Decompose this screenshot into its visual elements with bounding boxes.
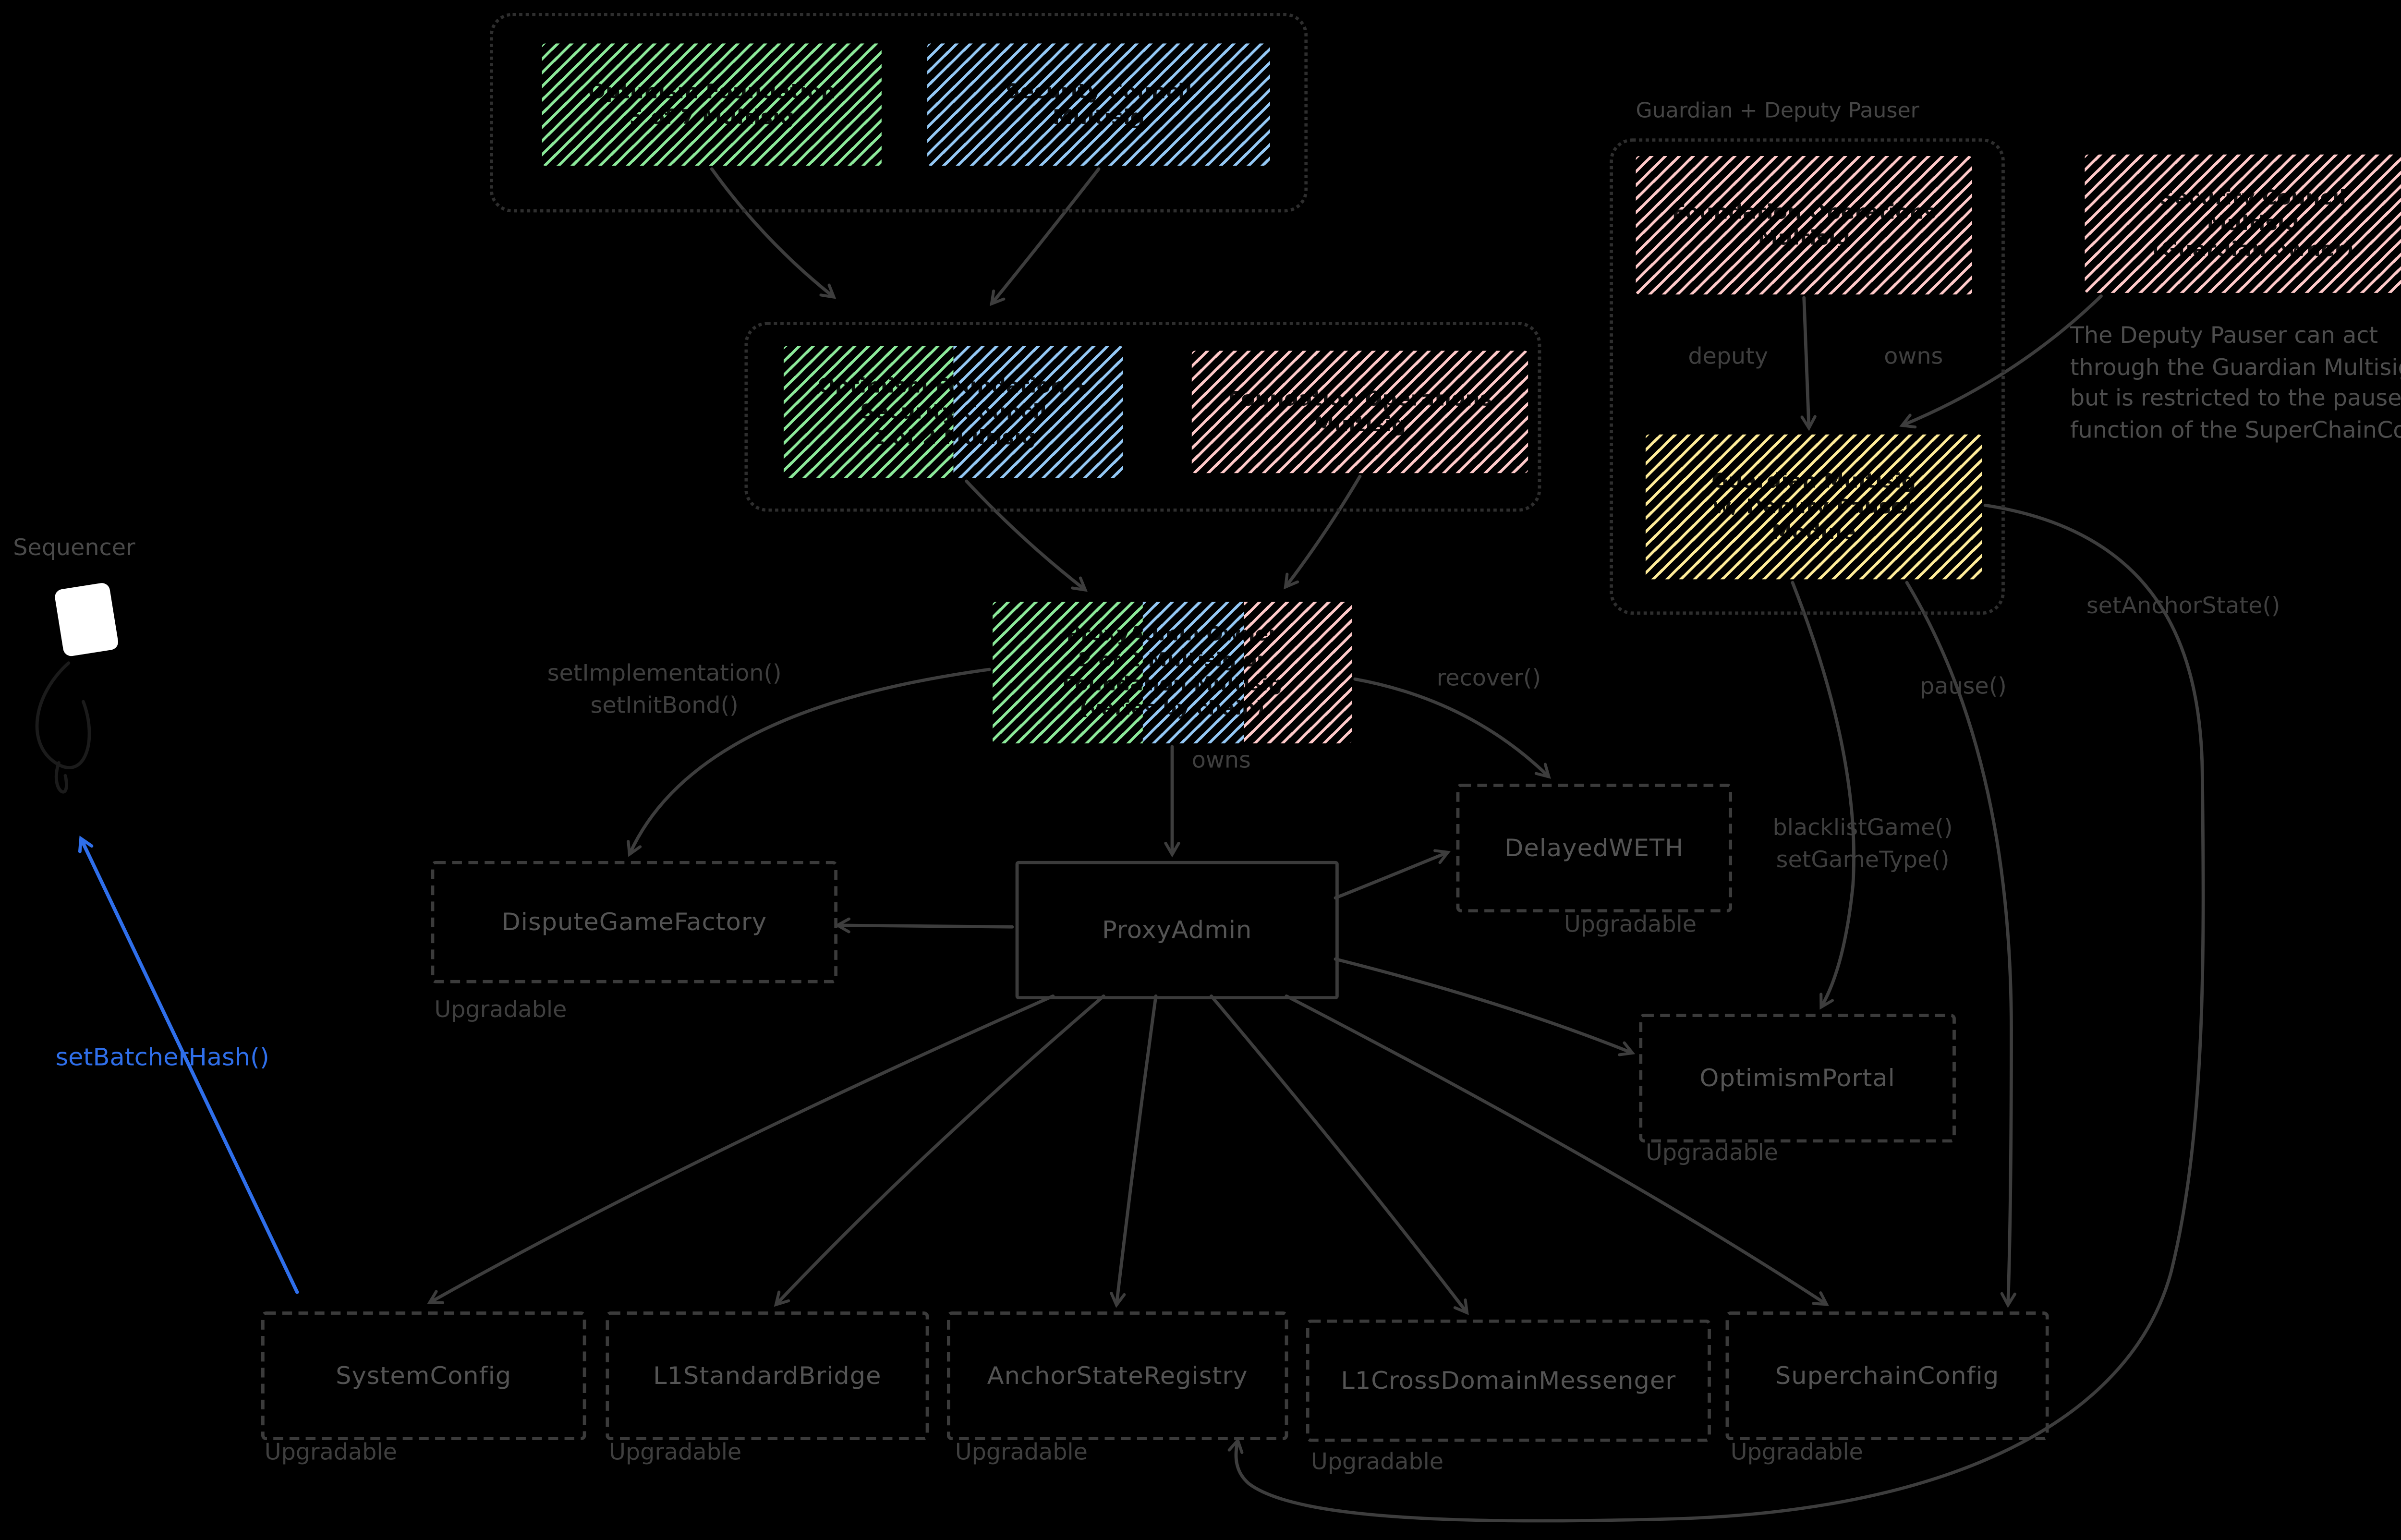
arrow-proxyadmin-to-optimismportal — [1334, 957, 1636, 1056]
node-label: Security Council Multisig — [1005, 79, 1192, 129]
edge-label-owns-proxyadmin: owns — [1191, 748, 1251, 774]
edge-label-setbatcherhash: setBatcherHash() — [55, 1043, 269, 1072]
node-guardian-multisig: Guardian Multisig w/ Deputy Pauser Modul… — [1645, 434, 1982, 580]
node-label: Foundation Operations Multisig — [1228, 386, 1492, 437]
edge-label-blacklistgame: blacklistGame() setGameType() — [1772, 816, 1953, 873]
deputy-pauser-note: The Deputy Pauser can act through the Gu… — [2070, 323, 2401, 444]
edge-label-owns-guardian: owns — [1884, 344, 1943, 370]
contract-l1crossdomainmessenger: L1CrossDomainMessenger — [1306, 1319, 1711, 1442]
contract-name: DelayedWETH — [1504, 833, 1684, 863]
arrow-guardian-to-optimismportal — [1791, 581, 1855, 1010]
node-guardian-owner-multisig: Security Council Multisig (Guardian owne… — [2085, 154, 2401, 293]
node-security-council-multisig: Security Council Multisig — [927, 43, 1270, 166]
contract-optimismportal: OptimismPortal — [1639, 1014, 1956, 1143]
contract-l1standardbridge: L1StandardBridge — [606, 1311, 929, 1441]
contract-name: AnchorStateRegistry — [987, 1361, 1248, 1391]
contract-name: DisputeGameFactory — [501, 908, 767, 937]
guardian-group-label: Guardian + Deputy Pauser — [1636, 99, 1919, 124]
sequencer-scribble — [35, 661, 91, 794]
guardian-group — [1610, 138, 2005, 615]
hatch-green-third — [993, 602, 1144, 744]
node-label: Foundation Operations Multisig — [1672, 199, 1936, 250]
arrow-proxyadmin-to-l1crossdomainmessenger — [1210, 994, 1469, 1315]
sequencer-icon — [53, 582, 120, 657]
upgradable-tag: Upgradable — [1564, 912, 1697, 938]
edge-label-setanchorstate: setAnchorState() — [2086, 594, 2280, 620]
upgradable-tag: Upgradable — [1730, 1440, 1863, 1466]
edge-label-deputy: deputy — [1688, 344, 1769, 370]
node-label: Optimism Foundation + Security Council 2… — [817, 373, 1090, 449]
upgradable-tag: Upgradable — [1645, 1140, 1779, 1167]
node-foundation-operations-multisig: Foundation Operations Multisig — [1191, 351, 1528, 473]
node-proxy-admin-owner: ProxyAdmin Owner 2 of 2 Multisig or Foun… — [993, 602, 1352, 744]
hatch-blue-half — [953, 346, 1124, 478]
hatch-green-half — [783, 346, 954, 478]
arrow-proxyadmin-to-disputegamefactory — [834, 917, 1014, 934]
arrow-proxyadmin-to-anchorstateregistry — [1110, 994, 1158, 1308]
node-label: Optimism Foundation 5 of 7 Multisig — [588, 79, 836, 129]
node-label: Guardian Multisig w/ Deputy Pauser Modul… — [1711, 468, 1916, 544]
contract-name: L1StandardBridge — [653, 1361, 882, 1391]
hatch-blue-third — [1143, 602, 1244, 744]
contract-name: OptimismPortal — [1699, 1064, 1895, 1093]
upgradable-tag: Upgradable — [434, 997, 567, 1024]
node-two-of-two-multisig: Optimism Foundation + Security Council 2… — [783, 346, 1124, 478]
upgradable-tag: Upgradable — [955, 1440, 1088, 1466]
contract-name: SuperchainConfig — [1775, 1361, 2000, 1391]
contract-anchorstateregistry: AnchorStateRegistry — [946, 1311, 1288, 1441]
arrow-proxyadmin-to-systemconfig — [427, 994, 1055, 1304]
arrow-proxyadmin-to-delayedweth — [1334, 849, 1451, 900]
edge-label-pause: pause() — [1920, 674, 2007, 700]
contract-name: L1CrossDomainMessenger — [1341, 1366, 1676, 1395]
contract-disputegamefactory: DisputeGameFactory — [431, 861, 838, 983]
upgradable-tag: Upgradable — [609, 1440, 742, 1466]
contract-delayedweth: DelayedWETH — [1456, 783, 1733, 913]
arrow-proxyadmin-to-l1standardbridge — [774, 994, 1105, 1307]
contract-proxyadmin: ProxyAdmin — [1015, 861, 1339, 1000]
edge-label-setimplementation: setImplementation() setInitBond() — [547, 661, 782, 719]
hatch-pink-third — [1244, 602, 1352, 744]
proxy-admin-owner-group — [744, 322, 1541, 512]
edge-label-recover: recover() — [1436, 666, 1541, 692]
node-optimism-foundation-multisig: Optimism Foundation 5 of 7 Multisig — [542, 43, 882, 166]
contract-systemconfig: SystemConfig — [261, 1311, 586, 1441]
node-label: Security Council Multisig (Guardian owne… — [2152, 185, 2354, 261]
node-label: ProxyAdmin Owner 2 of 2 Multisig or Foun… — [1062, 623, 1283, 720]
contract-superchainconfig: SuperchainConfig — [1725, 1311, 2049, 1441]
upgradable-tag: Upgradable — [264, 1440, 397, 1466]
upgradable-tag: Upgradable — [1310, 1450, 1444, 1476]
contract-name: SystemConfig — [336, 1361, 512, 1391]
signers-group — [489, 12, 1308, 213]
contract-name: ProxyAdmin — [1102, 915, 1252, 945]
sequencer-label: Sequencer — [13, 535, 135, 562]
node-deputy-pauser-multisig: Foundation Operations Multisig — [1636, 156, 1972, 295]
